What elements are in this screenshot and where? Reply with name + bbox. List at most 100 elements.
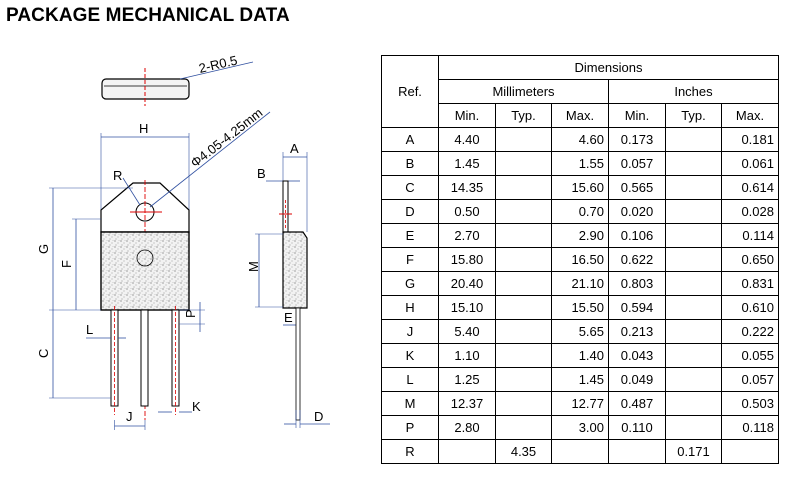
cell-mm-max: 16.50 <box>551 247 609 272</box>
cell-mm-typ <box>495 175 552 200</box>
mm-max-header: Max. <box>551 103 609 128</box>
label-l: L <box>86 322 93 337</box>
label-j: J <box>126 409 133 424</box>
hole-note: Φ4.05-4.25mm <box>188 105 266 170</box>
cell-in-typ: 0.171 <box>665 439 722 464</box>
cell-in-typ <box>665 391 722 416</box>
cell-ref: J <box>381 319 439 344</box>
cell-in-max: 0.114 <box>721 223 779 248</box>
label-c: C <box>36 349 51 358</box>
cell-ref: C <box>381 175 439 200</box>
cell-in-typ <box>665 175 722 200</box>
cell-in-typ <box>665 127 722 152</box>
cell-ref: K <box>381 343 439 368</box>
cell-mm-min: 2.80 <box>438 415 496 440</box>
side-view: A B M E D <box>246 141 330 428</box>
cell-mm-typ <box>495 271 552 296</box>
in-max-header: Max. <box>721 103 779 128</box>
cell-mm-max: 1.40 <box>551 343 609 368</box>
cell-in-max: 0.061 <box>721 151 779 176</box>
cell-mm-typ <box>495 223 552 248</box>
top-view: 2-R0.5 <box>101 53 254 106</box>
label-m: M <box>246 261 261 272</box>
cell-ref: E <box>381 223 439 248</box>
cell-ref: D <box>381 199 439 224</box>
cell-in-typ <box>665 319 722 344</box>
cell-in-min: 0.110 <box>608 415 666 440</box>
cell-in-min: 0.057 <box>608 151 666 176</box>
cell-ref: A <box>381 127 439 152</box>
cell-mm-min: 12.37 <box>438 391 496 416</box>
cell-ref: H <box>381 295 439 320</box>
in-min-header: Min. <box>608 103 666 128</box>
header-row-units: Millimeters Inches <box>382 79 779 104</box>
cell-in-typ <box>665 151 722 176</box>
cell-in-max: 0.503 <box>721 391 779 416</box>
mm-min-header: Min. <box>438 103 496 128</box>
cell-mm-min: 20.40 <box>438 271 496 296</box>
cell-mm-min: 1.10 <box>438 343 496 368</box>
page-title: PACKAGE MECHANICAL DATA <box>6 5 290 26</box>
cell-mm-max: 15.60 <box>551 175 609 200</box>
cell-mm-typ <box>495 343 552 368</box>
label-k: K <box>192 399 201 414</box>
cell-mm-max: 15.50 <box>551 295 609 320</box>
cell-ref: B <box>381 151 439 176</box>
header-row-minmax: Min. Typ. Max. Min. Typ. Max. <box>382 103 779 128</box>
ref-header: Ref. <box>381 55 439 128</box>
cell-mm-typ <box>495 367 552 392</box>
cell-ref: F <box>381 247 439 272</box>
cell-in-min <box>608 439 666 464</box>
cell-mm-max: 1.45 <box>551 367 609 392</box>
cell-in-typ <box>665 271 722 296</box>
cell-mm-typ <box>495 199 552 224</box>
label-e: E <box>284 310 293 325</box>
cell-mm-min: 1.45 <box>438 151 496 176</box>
cell-mm-min: 0.50 <box>438 199 496 224</box>
cell-mm-max <box>551 439 609 464</box>
cell-in-max: 0.610 <box>721 295 779 320</box>
cell-ref: P <box>381 415 439 440</box>
cell-in-min: 0.487 <box>608 391 666 416</box>
cell-in-min: 0.173 <box>608 127 666 152</box>
cell-in-max: 0.118 <box>721 415 779 440</box>
front-view: H Φ4.05-4.25mm R G F C <box>36 105 271 430</box>
cell-mm-max: 2.90 <box>551 223 609 248</box>
cell-mm-min: 14.35 <box>438 175 496 200</box>
cell-in-max: 0.181 <box>721 127 779 152</box>
cell-in-min: 0.565 <box>608 175 666 200</box>
cell-in-max: 0.055 <box>721 343 779 368</box>
cell-mm-typ <box>495 391 552 416</box>
cell-in-typ <box>665 295 722 320</box>
cell-in-typ <box>665 247 722 272</box>
cell-in-max: 0.028 <box>721 199 779 224</box>
millimeters-header: Millimeters <box>438 79 609 104</box>
label-a: A <box>290 141 299 156</box>
cell-mm-typ <box>495 127 552 152</box>
cell-mm-min: 15.10 <box>438 295 496 320</box>
cell-mm-min: 2.70 <box>438 223 496 248</box>
cell-in-max: 0.831 <box>721 271 779 296</box>
cell-mm-typ <box>495 415 552 440</box>
cell-in-min: 0.622 <box>608 247 666 272</box>
dimensions-table: Ref. Dimensions Millimeters Inches Min. … <box>381 55 779 464</box>
cell-mm-max: 3.00 <box>551 415 609 440</box>
label-f: F <box>59 260 74 268</box>
cell-in-min: 0.049 <box>608 367 666 392</box>
label-p: P <box>183 309 198 318</box>
cell-mm-min: 1.25 <box>438 367 496 392</box>
cell-in-min: 0.213 <box>608 319 666 344</box>
cell-in-typ <box>665 199 722 224</box>
label-r: R <box>113 168 122 183</box>
cell-mm-min: 5.40 <box>438 319 496 344</box>
